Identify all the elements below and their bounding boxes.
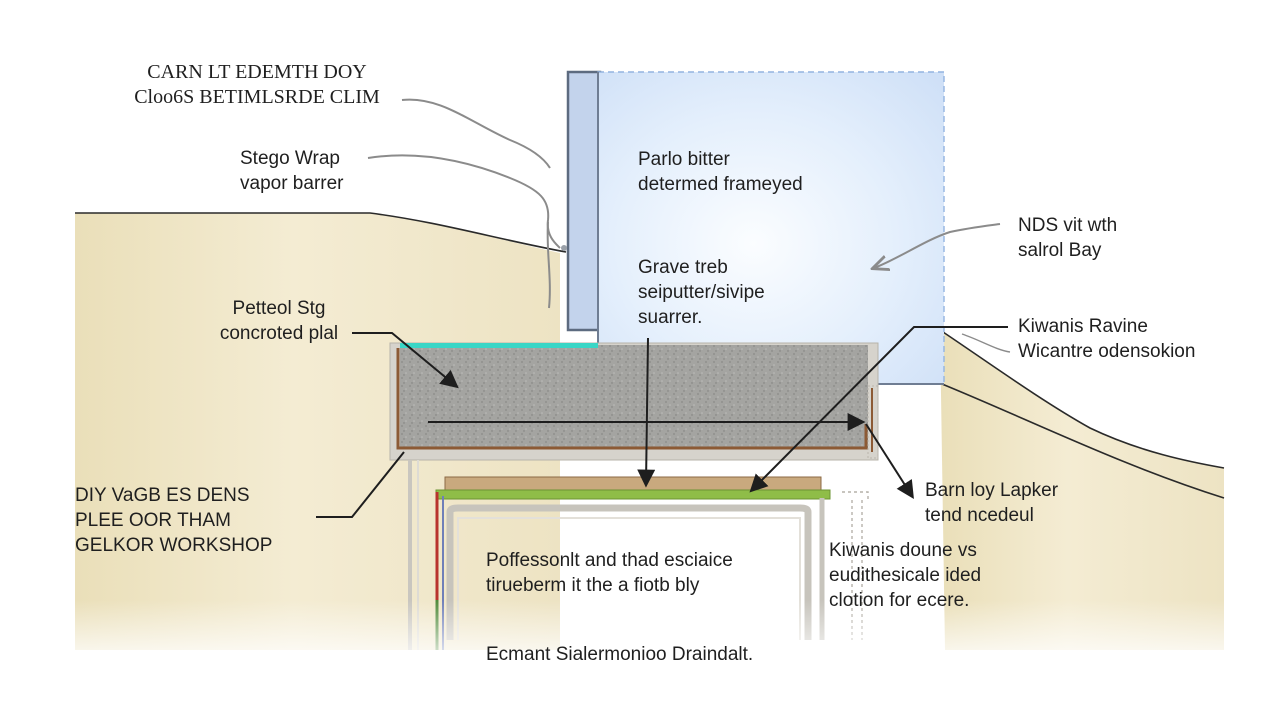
label-slab-line-1: Petteol Stg — [232, 298, 326, 319]
leader-stego-tail — [546, 221, 551, 309]
leader-kiwanis-ravine — [961, 333, 1011, 353]
arrow-diy — [316, 451, 405, 518]
label-bottom-line-1: Ecmant Sialermonioo Draindalt. — [486, 644, 754, 665]
label-nds-line-2: salrol Bay — [1018, 240, 1102, 261]
label-stego-line-2: vapor barrer — [240, 173, 344, 194]
green-strip — [435, 489, 831, 500]
label-diy-line-1: DIY VaGB ES DENS — [75, 485, 250, 506]
label-barn: Barn loy Lapker tend ncedeul — [925, 478, 1058, 528]
bottom-white — [0, 668, 1280, 720]
leader-top-left — [401, 98, 551, 169]
label-professional-line-2: tirueberm it the a fiotb bly — [486, 575, 700, 596]
label-nds: NDS vit wth salrol Bay — [1018, 213, 1117, 263]
label-separator-line-2: seiputter/sivipe — [638, 282, 765, 303]
arrow-barn — [865, 423, 914, 500]
wall-panel — [597, 71, 945, 385]
label-framed: Parlo bitter determed frameyed — [638, 147, 803, 197]
label-kiwanis-cover: Kiwanis doune vs eudithesicale ided clot… — [829, 538, 981, 613]
leader-nds — [874, 223, 1001, 268]
label-diy: DIY VaGB ES DENS PLEE OOR THAM GELKOR WO… — [75, 483, 272, 558]
label-framed-line-1: Parlo bitter — [638, 149, 730, 170]
label-kiwanis-ravine: Kiwanis Ravine Wicantre odensokion — [1018, 314, 1195, 364]
slab-trim — [396, 348, 868, 450]
label-stego-line-1: Stego Wrap — [240, 148, 340, 169]
label-bottom: Ecmant Sialermonioo Draindalt. — [486, 642, 753, 667]
label-framed-line-2: determed frameyed — [638, 174, 803, 195]
label-separator-line-3: suarrer. — [638, 307, 703, 328]
label-separator-line-1: Grave treb — [638, 257, 728, 278]
label-nds-line-1: NDS vit wth — [1018, 215, 1118, 236]
foundation-wall-strip — [566, 70, 602, 332]
label-diy-line-3: GELKOR WORKSHOP — [75, 535, 273, 556]
soil-ground-right — [940, 330, 1224, 650]
label-stego-wrap: Stego Wrap vapor barrer — [240, 146, 344, 196]
label-top-left-line-2: Cloo6S BETIMLSRDE CLIM — [134, 86, 380, 108]
label-professional: Poffessonlt and thad esciaice tirueberm … — [486, 548, 733, 598]
label-separator: Grave treb seiputter/sivipe suarrer. — [638, 255, 765, 330]
label-barn-line-1: Barn loy Lapker — [925, 480, 1059, 501]
label-kiwanis-cover-line-3: clotion for ecere. — [829, 590, 970, 611]
label-kiwanis-cover-line-1: Kiwanis doune vs — [829, 540, 977, 561]
grade-line-right — [941, 383, 1225, 499]
label-slab: Petteol Stg concroted plal — [209, 296, 349, 346]
concrete-slab — [400, 345, 868, 449]
label-diy-line-2: PLEE OOR THAM — [75, 510, 231, 531]
soil-edge-line — [75, 212, 567, 253]
arrow-kiwanis-ravine — [749, 326, 1008, 493]
label-professional-line-1: Poffessonlt and thad esciaice — [486, 550, 733, 571]
wood-plank — [444, 476, 822, 491]
label-kiwanis-cover-line-2: eudithesicale ided — [829, 565, 982, 586]
label-kiwanis-ravine-line-2: Wicantre odensokion — [1018, 341, 1196, 362]
label-top-left: CARN LT EDEMTH DOY Cloo6S BETIMLSRDE CLI… — [112, 60, 402, 110]
label-top-left-line-1: CARN LT EDEMTH DOY — [147, 61, 367, 83]
label-kiwanis-ravine-line-1: Kiwanis Ravine — [1018, 316, 1148, 337]
arrow-slab — [352, 332, 459, 389]
arrow-separator — [637, 337, 656, 488]
label-barn-line-2: tend ncedeul — [925, 505, 1034, 526]
soil-ground — [75, 213, 560, 650]
soil-edge-line-right — [939, 329, 1225, 469]
lower-frame — [446, 504, 812, 640]
vapor-barrier-layer — [400, 343, 598, 348]
wall-tie — [561, 245, 567, 251]
lower-frame-inner — [457, 517, 801, 640]
slab-right-hatch — [867, 385, 879, 459]
label-slab-line-2: concroted plal — [219, 323, 339, 344]
leader-stego — [367, 154, 561, 249]
bottom-fade — [0, 600, 1280, 670]
